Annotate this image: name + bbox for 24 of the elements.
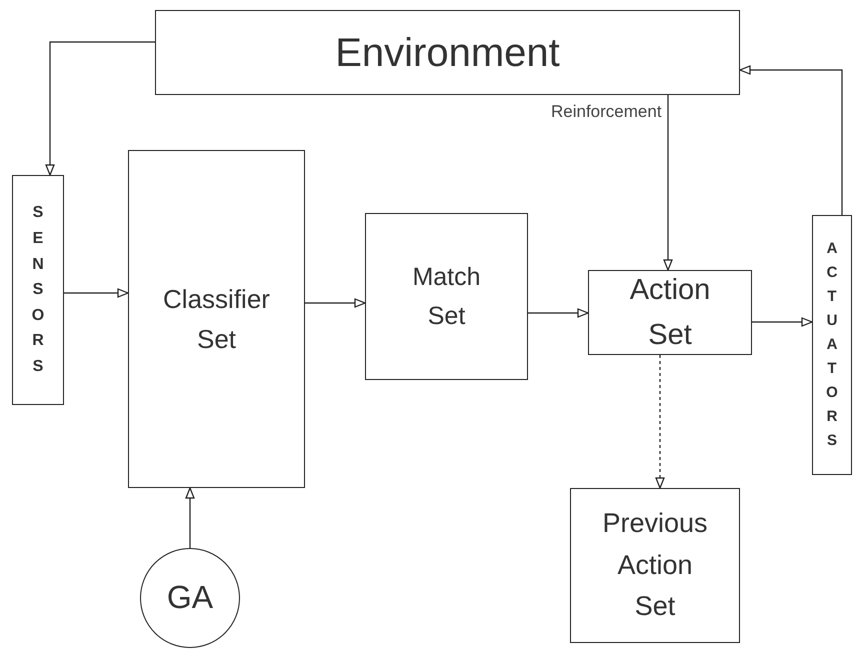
- node-label: GA: [166, 578, 214, 618]
- dashed-arrow: [655, 355, 665, 489]
- node-label: Classifier Set: [162, 282, 271, 356]
- arrow: [45, 41, 155, 176]
- process-box: [365, 213, 528, 380]
- node-label: Environment: [335, 30, 560, 76]
- process-box: [570, 488, 740, 643]
- arrow: [663, 95, 673, 271]
- process-box: [588, 270, 752, 355]
- node-label: SENSORS: [30, 203, 46, 377]
- vertical-box: [12, 175, 64, 405]
- arrow: [64, 288, 129, 298]
- process-box: [128, 150, 305, 488]
- arrow: [185, 487, 195, 548]
- node-label: Previous Action Set: [601, 506, 709, 624]
- node-label: Action Set: [628, 272, 712, 352]
- arrow: [528, 308, 589, 318]
- node-label: Match Set: [411, 262, 482, 332]
- arrow: [739, 65, 843, 215]
- vertical-box: [812, 215, 852, 475]
- arrow: [752, 317, 813, 327]
- node-label: ACTUATORS: [825, 239, 839, 451]
- arrow: [305, 298, 366, 308]
- process-box: [155, 10, 740, 95]
